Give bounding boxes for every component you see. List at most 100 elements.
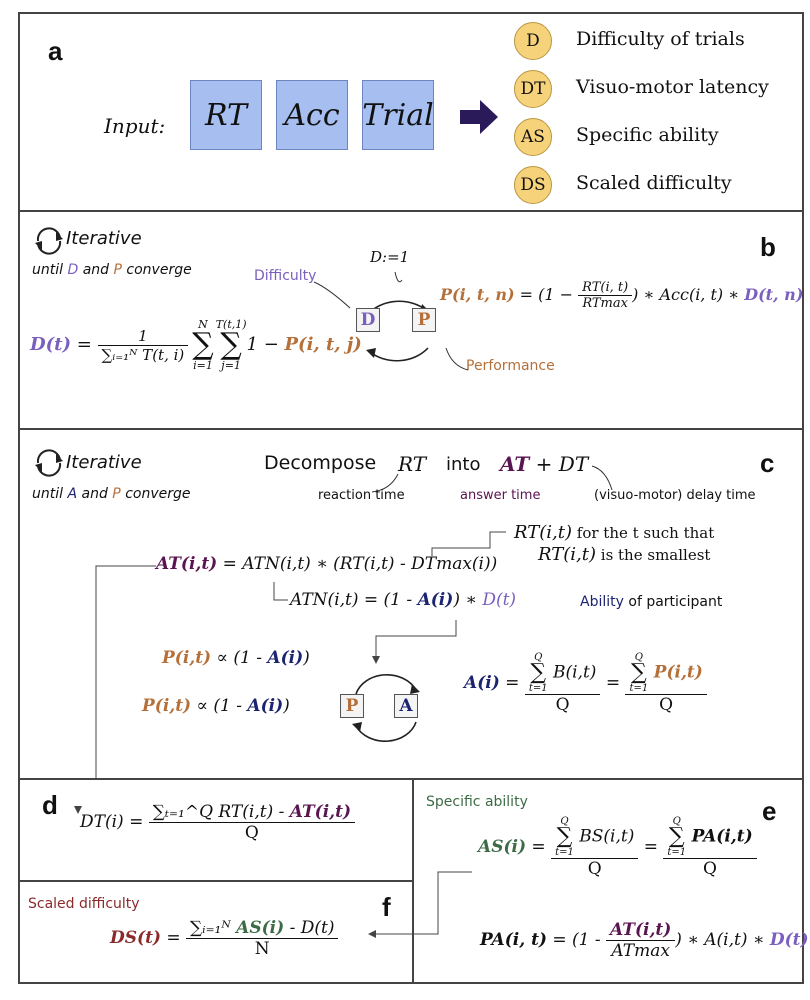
right-arrow-icon (460, 100, 498, 134)
d-frac: ∑ₜ₌₁^Q RT(i,t) - AT(i,t)Q (148, 802, 355, 843)
until-a: A (67, 486, 78, 502)
as-frac2-num: Q∑t=1 PA(i,t) (663, 816, 757, 859)
panel-c-label: c (760, 448, 775, 478)
atn-d: D(t) (482, 590, 517, 610)
panel-a: a Input: RT Acc Trial D Difficulty of tr… (18, 12, 804, 212)
dtmax-note-2: RT(i,t) is the smallest (538, 544, 710, 565)
d-num-sum: ∑ₜ₌₁^Q RT(i,t) - (152, 802, 290, 822)
prop1-rest: ∝ (1 - (211, 648, 268, 668)
dt-p: P(i, t, j) (284, 334, 362, 355)
d-num-at: AT(i,t) (289, 802, 351, 822)
ai-sum1-top: Q (534, 652, 543, 663)
answer-time-label: answer time (460, 488, 541, 503)
as-sum2-top: Q (672, 816, 681, 827)
as-frac1: Q∑t=1 BS(i,t)Q (551, 816, 639, 879)
ds-frac: ∑ᵢ₌₁ᴺ AS(i) - D(t)N (186, 918, 339, 959)
p-dtn: D(t, n) (744, 285, 804, 304)
panel-e: e Specific ability AS(i) = Q∑t=1 BS(i,t)… (412, 778, 809, 984)
prop-formula-2: P(i,t) ∝ (1 - A(i)) (142, 696, 290, 716)
ai-den1: Q (555, 695, 570, 715)
panel-e-label: e (762, 796, 777, 826)
ai-eq: = (499, 673, 525, 693)
ability-performance-loop (352, 673, 420, 743)
until-converge-text-c: until A and P converge (32, 486, 191, 502)
prop2-lhs: P(i,t) (142, 696, 192, 716)
output-circle-as: AS (514, 118, 552, 156)
p-num: RT(i, t) (578, 280, 633, 296)
ai-frac1-num: Q∑t=1 B(i,t) (524, 652, 601, 695)
cycle-icon-c (35, 449, 63, 477)
dt-sum1: N∑i=1 (192, 318, 214, 372)
until-prefix: until (32, 262, 68, 278)
as-frac2: Q∑t=1 PA(i,t)Q (663, 816, 757, 879)
prop2-rest: ∝ (1 - (191, 696, 248, 716)
iterative-title: Iterative (66, 228, 142, 249)
as-eq: = (526, 837, 552, 857)
pa-num: AT(i,t) (606, 920, 676, 941)
as-eq2: = (638, 837, 664, 857)
until-suffix: converge (121, 262, 192, 278)
prop1-close: ) (303, 648, 310, 668)
as-frac1-num: Q∑t=1 BS(i,t) (551, 816, 639, 859)
decompose-word: Decompose (264, 452, 377, 474)
prop2-close: ) (283, 696, 290, 716)
output-desc-dt: Visuo-motor latency (576, 76, 769, 98)
ability-rest: of participant (623, 594, 723, 610)
panel-b-label: b (760, 232, 776, 262)
ds-eq: = (160, 928, 187, 948)
dt-sum1-bot: i=1 (193, 359, 213, 372)
as-sum2-bot: t=1 (667, 847, 687, 858)
panel-c-connectors (95, 531, 506, 814)
decompose-at-dt: AT + DT (500, 452, 588, 476)
ability-formula: A(i) = Q∑t=1 B(i,t)Q = Q∑t=1 P(i,t)Q (464, 652, 707, 715)
dt-sum2-bot: j=1 (221, 359, 241, 372)
panel-f: f Scaled difficulty DS(t) = ∑ᵢ₌₁ᴺ AS(i) … (18, 880, 414, 984)
atn-rest: ) ∗ (453, 590, 483, 610)
cycle-icon (35, 227, 63, 255)
prop1-lhs: P(i,t) (162, 648, 212, 668)
as-num1: BS(i,t) (579, 826, 635, 847)
p-close: ) (632, 285, 639, 304)
as-sum1: Q∑t=1 (555, 816, 574, 858)
ai-frac2: Q∑t=1 P(i,t)Q (625, 652, 707, 715)
ability-word: Ability (580, 594, 624, 610)
prop-formula-1: P(i,t) ∝ (1 - A(i)) (162, 648, 310, 668)
until-p: P (113, 262, 122, 278)
output-desc-d: Difficulty of trials (576, 28, 745, 50)
ai-eq2: = (600, 673, 626, 693)
output-circle-dt: DT (514, 70, 552, 108)
decompose-dt: + DT (529, 452, 589, 476)
node-performance-c: P (340, 694, 364, 718)
p-eq: = (514, 285, 539, 304)
panel-f-label: f (382, 892, 391, 922)
ds-formula: DS(t) = ∑ᵢ₌₁ᴺ AS(i) - D(t)N (110, 918, 339, 959)
as-sum2: Q∑t=1 (667, 816, 687, 858)
ai-num2: P(i,t) (653, 662, 703, 683)
pa-formula: PA(i, t) = (1 - AT(i,t)ATmax) ∗ A(i,t) ∗… (480, 920, 809, 961)
as-den1: Q (587, 859, 602, 879)
ds-num-sum: ∑ᵢ₌₁ᴺ (190, 918, 237, 938)
ai-frac2-num: Q∑t=1 P(i,t) (625, 652, 707, 695)
d-lhs: DT(i) = (80, 812, 149, 832)
delay-time-label: (visuo-motor) delay time (594, 488, 756, 503)
scaled-difficulty-title: Scaled difficulty (28, 896, 140, 912)
as-sum1-top: Q (560, 816, 569, 827)
ds-num-rest: - D(t) (284, 918, 335, 938)
at-lhs: AT(i,t) (156, 554, 218, 574)
as-formula: AS(i) = Q∑t=1 BS(i,t)Q = Q∑t=1 PA(i,t)Q (478, 816, 757, 879)
input-label: Input: (104, 114, 166, 138)
node-ability: A (394, 694, 418, 718)
as-den2: Q (703, 859, 717, 879)
p-frac: RT(i, t)RTmax (578, 280, 633, 311)
p-open: (1 − (538, 285, 579, 304)
until-mid-c: and (77, 486, 113, 502)
pa-frac: AT(i,t)ATmax (606, 920, 676, 961)
node-difficulty: D (356, 308, 380, 332)
dt-sum2: T(t,1)∑j=1 (215, 318, 247, 372)
ai-sum1: Q∑t=1 (528, 652, 548, 694)
decompose-at: AT (500, 452, 530, 476)
pa-eq: = (1 - (546, 930, 607, 950)
as-num2: PA(i,t) (691, 826, 753, 847)
